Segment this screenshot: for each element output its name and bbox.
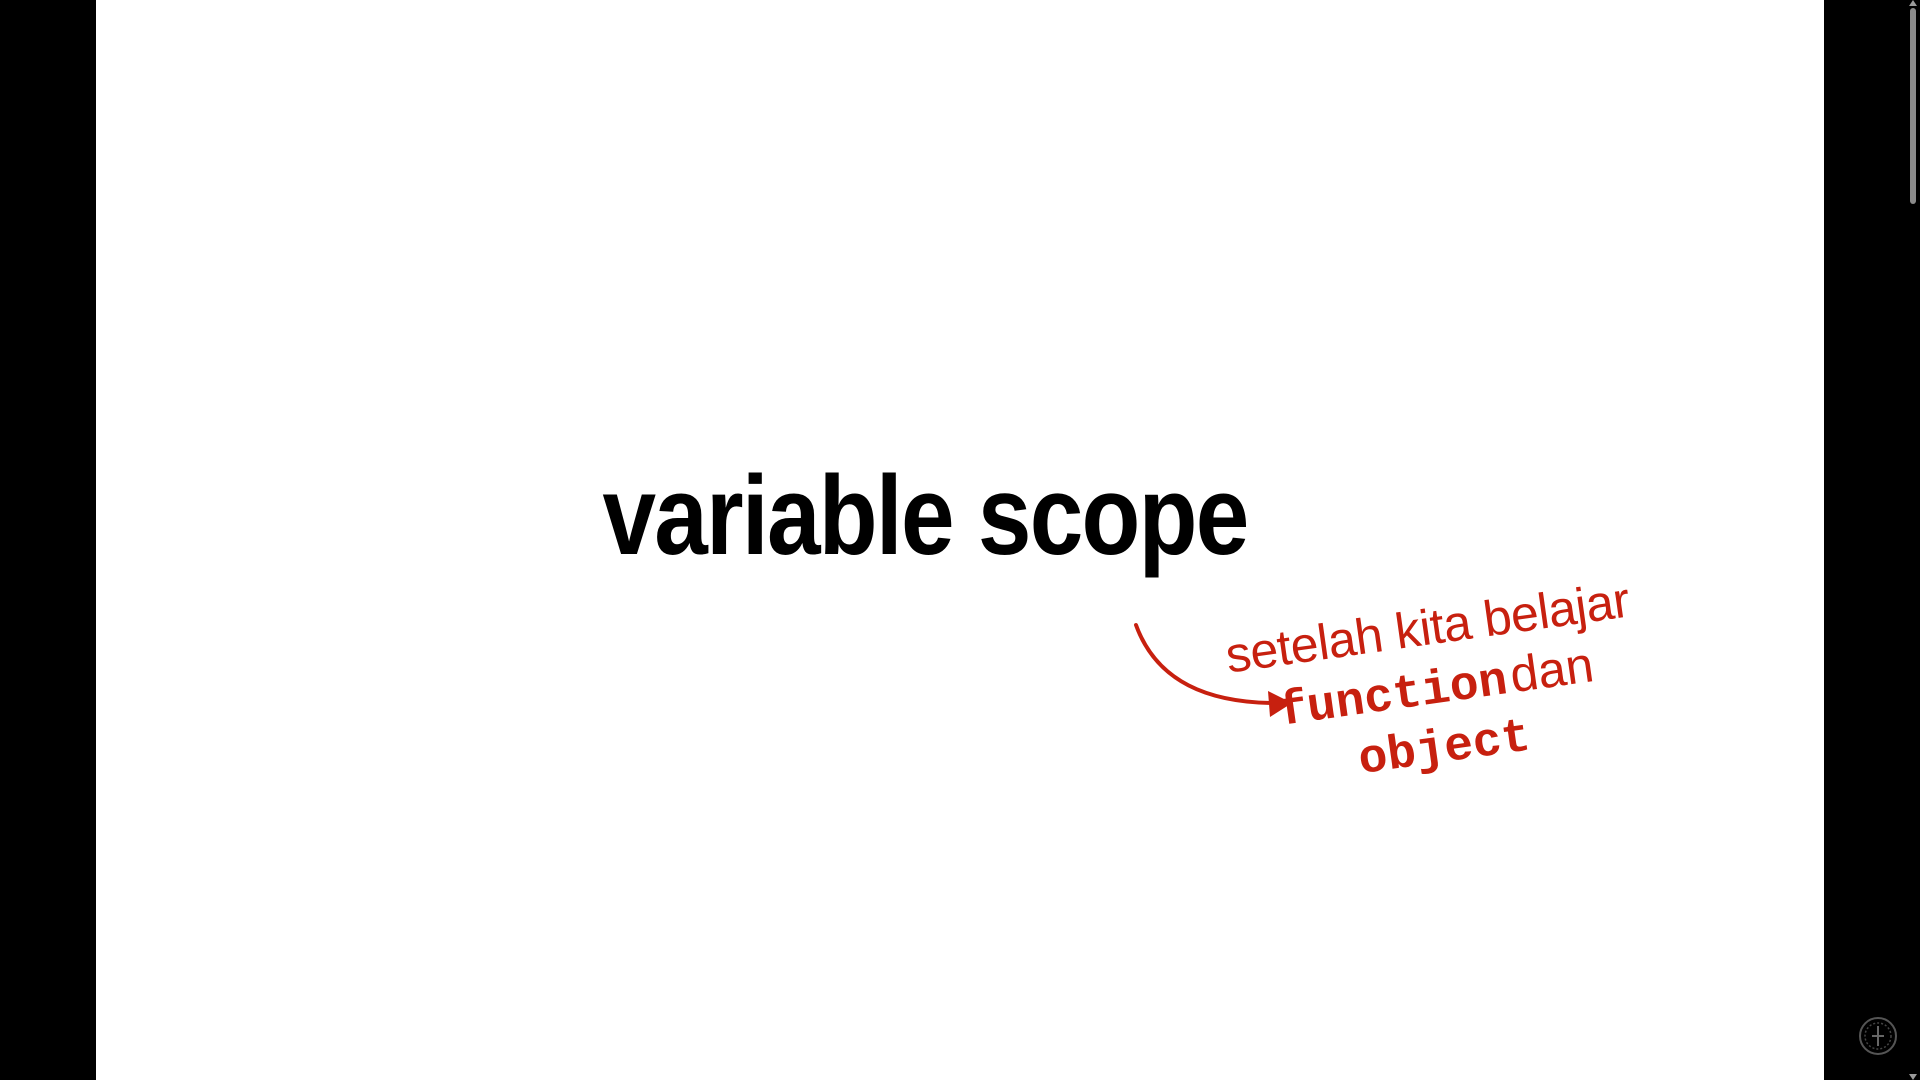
presentation-slide: variable scope setelah kita belajar func… bbox=[96, 0, 1824, 1080]
vertical-scrollbar[interactable] bbox=[1906, 0, 1920, 1080]
scrollbar-thumb[interactable] bbox=[1910, 8, 1916, 204]
scroll-up-arrow-icon[interactable] bbox=[1909, 0, 1917, 6]
slide-title: variable scope bbox=[602, 453, 1249, 578]
slide-note: setelah kita belajar function dan object bbox=[1186, 567, 1686, 809]
note-connector: dan bbox=[1506, 636, 1597, 704]
scroll-down-arrow-icon[interactable] bbox=[1909, 1074, 1917, 1080]
channel-logo-icon bbox=[1859, 1017, 1897, 1055]
curved-arrow-icon bbox=[1134, 623, 1292, 717]
